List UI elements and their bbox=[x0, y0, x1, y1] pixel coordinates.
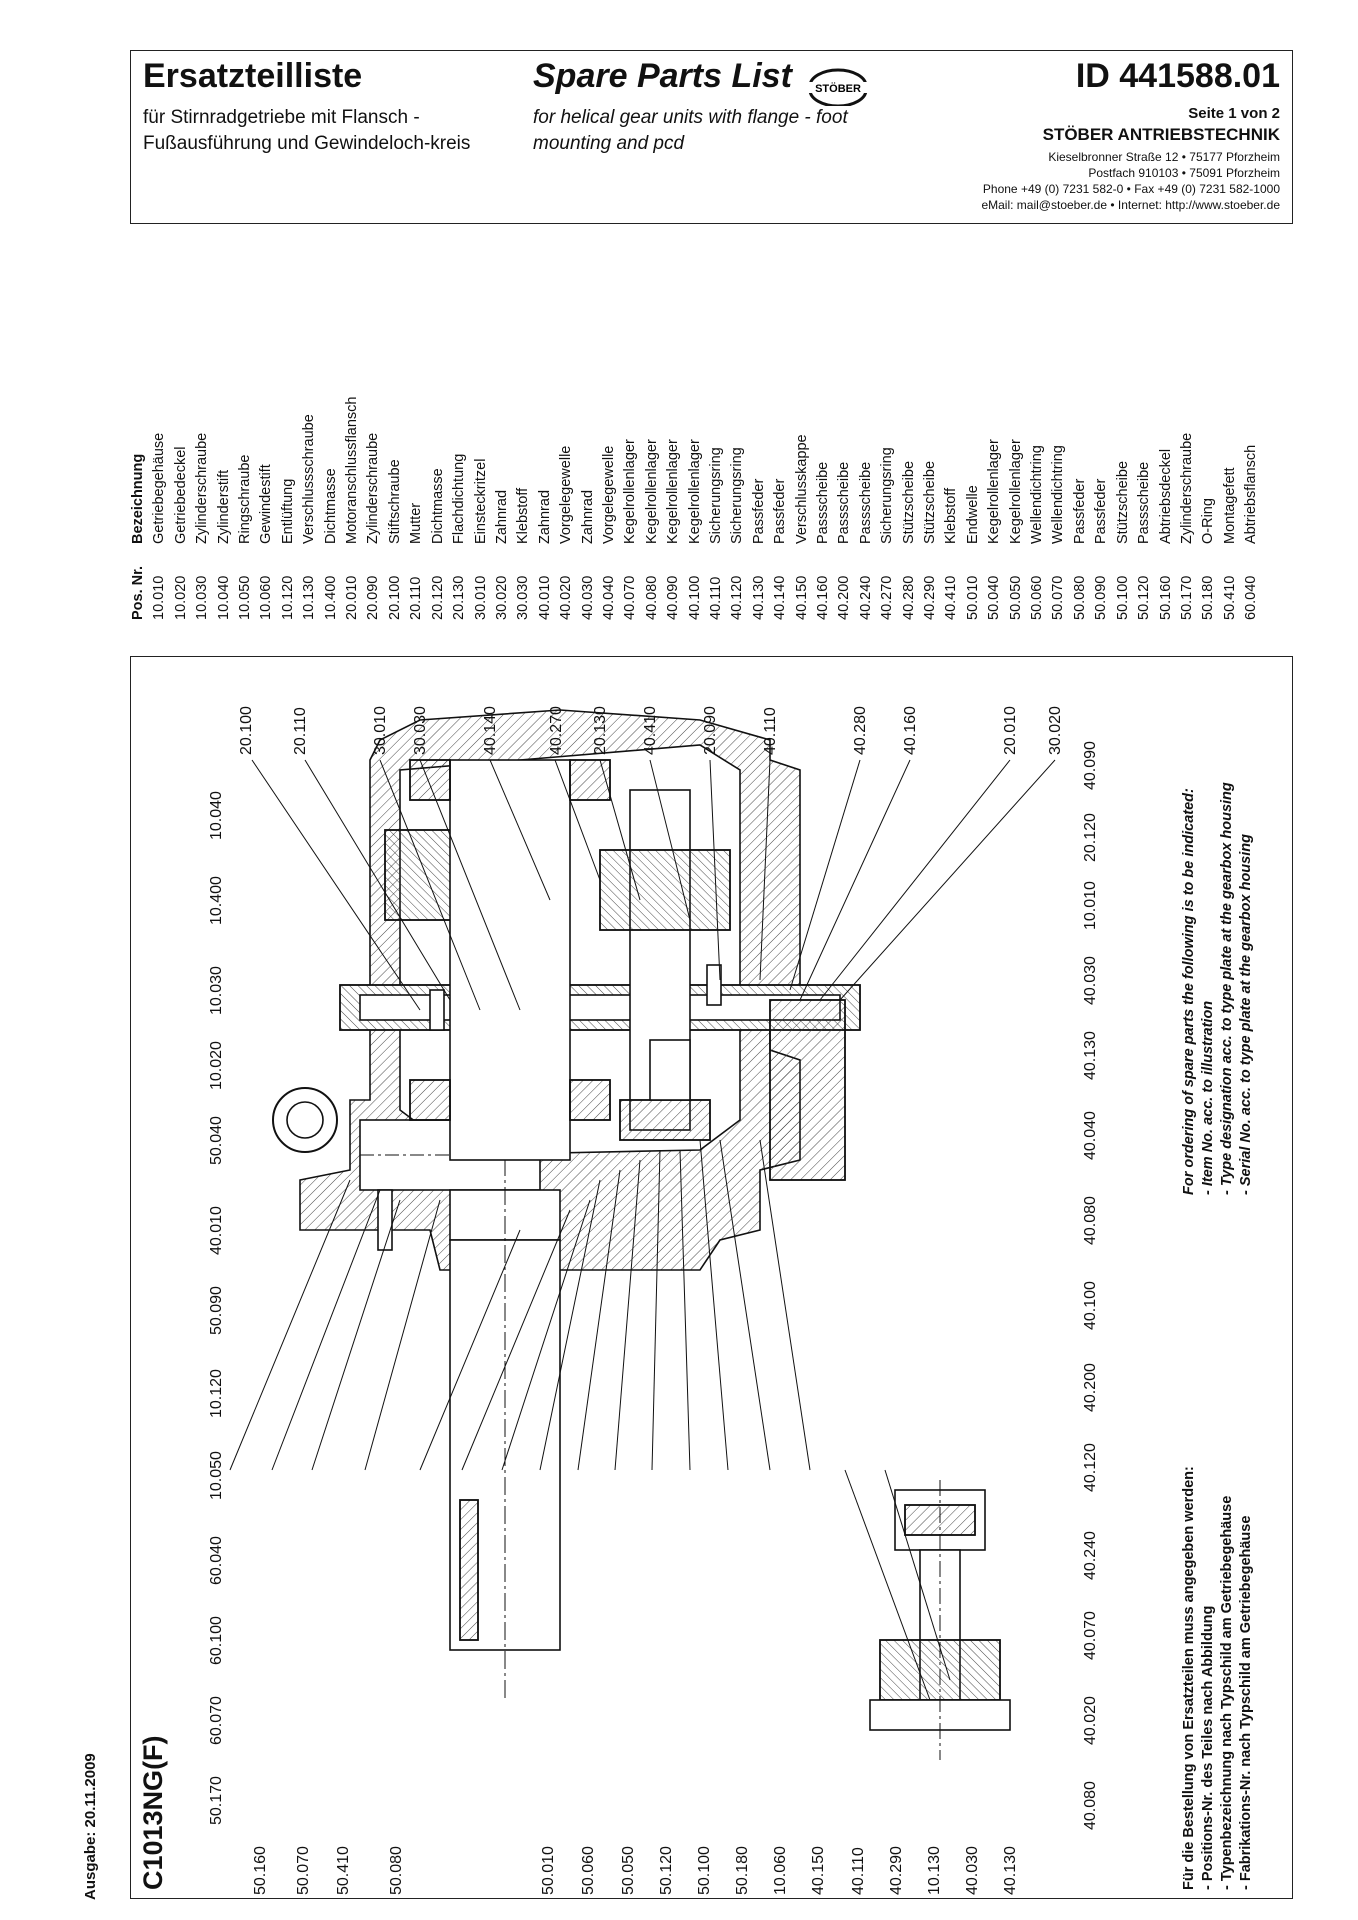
order-note-en: For ordering of spare parts the followin… bbox=[1181, 782, 1254, 1195]
callout-label: 60.040 bbox=[208, 1536, 225, 1585]
callout-label: 40.030 bbox=[964, 1846, 981, 1895]
callout-label: 50.100 bbox=[696, 1846, 713, 1895]
callout-label: 40.130 bbox=[1082, 1031, 1099, 1080]
callout-label: 50.040 bbox=[208, 1116, 225, 1165]
callout-label: 40.030 bbox=[1082, 956, 1099, 1005]
order-note-de: Für die Bestellung von Ersatzteilen muss… bbox=[1181, 1466, 1254, 1890]
drawing-frame bbox=[130, 656, 1293, 1899]
callout-label: 40.240 bbox=[1082, 1531, 1099, 1580]
logo-text: STÖBER bbox=[815, 82, 861, 95]
callout-label: 10.020 bbox=[208, 1041, 225, 1090]
callout-label: 40.150 bbox=[810, 1846, 827, 1895]
callout-label: 10.120 bbox=[208, 1369, 225, 1418]
callout-label: 40.270 bbox=[548, 706, 565, 755]
callout-label: 50.170 bbox=[208, 1776, 225, 1825]
callout-label: 20.110 bbox=[292, 707, 309, 755]
callout-label: 20.130 bbox=[592, 706, 609, 755]
callout-label: 50.060 bbox=[580, 1846, 597, 1895]
callout-label: 50.050 bbox=[620, 1846, 637, 1895]
callout-label: 10.050 bbox=[208, 1451, 225, 1500]
callout-label: 50.410 bbox=[335, 1846, 352, 1895]
callout-label: 40.020 bbox=[1082, 1696, 1099, 1745]
callout-label: 30.020 bbox=[1047, 706, 1064, 755]
callout-label: 40.120 bbox=[1082, 1443, 1099, 1492]
callout-label: 40.280 bbox=[852, 706, 869, 755]
callout-label: 40.110 bbox=[762, 707, 779, 755]
callout-label: 40.080 bbox=[1082, 1196, 1099, 1245]
callout-label: 20.090 bbox=[702, 706, 719, 755]
callout-label: 30.030 bbox=[412, 706, 429, 755]
title-de: Ersatzteilliste bbox=[143, 57, 363, 95]
callout-label: 40.130 bbox=[1002, 1846, 1019, 1895]
header-box: Ersatzteilliste für Stirnradgetriebe mit… bbox=[130, 50, 1293, 224]
callout-label: 50.180 bbox=[734, 1846, 751, 1895]
callout-label: 40.160 bbox=[902, 706, 919, 755]
callout-label: 40.080 bbox=[1082, 1781, 1099, 1830]
callout-label: 40.110 bbox=[850, 1847, 867, 1895]
stoeber-logo: STÖBER bbox=[800, 68, 876, 106]
callout-label: 50.160 bbox=[252, 1846, 269, 1895]
callout-label: 50.010 bbox=[540, 1846, 557, 1895]
callout-label: 50.090 bbox=[208, 1286, 225, 1335]
callout-label: 50.120 bbox=[658, 1846, 675, 1895]
title-en: Spare Parts List bbox=[533, 57, 792, 95]
callout-label: 20.010 bbox=[1002, 706, 1019, 755]
company-address: Kieselbronner Straße 12 • 75177 Pforzhei… bbox=[981, 150, 1280, 212]
document-id: ID 441588.01 bbox=[1075, 57, 1280, 95]
callout-label: 40.140 bbox=[482, 706, 499, 755]
callout-label: 40.090 bbox=[1082, 741, 1099, 790]
callout-label: 20.100 bbox=[238, 706, 255, 755]
callout-label: 40.100 bbox=[1082, 1281, 1099, 1330]
callout-label: 40.290 bbox=[888, 1846, 905, 1895]
callout-label: 40.010 bbox=[208, 1206, 225, 1255]
callout-label: 40.200 bbox=[1082, 1363, 1099, 1412]
callout-label: 40.040 bbox=[1082, 1111, 1099, 1160]
company-name: STÖBER ANTRIEBSTECHNIK bbox=[1042, 125, 1280, 144]
callout-label: 10.400 bbox=[208, 876, 225, 925]
page-indicator: Seite 1 von 2 bbox=[1188, 105, 1280, 122]
callout-label: 10.040 bbox=[208, 791, 225, 840]
callout-label: 50.080 bbox=[388, 1846, 405, 1895]
callout-label: 10.130 bbox=[926, 1846, 943, 1895]
callout-label: 20.120 bbox=[1082, 813, 1099, 862]
callout-label: 50.070 bbox=[295, 1846, 312, 1895]
callout-label: 10.030 bbox=[208, 966, 225, 1015]
subtitle-en: for helical gear units with flange - foo… bbox=[533, 107, 848, 154]
callout-label: 10.060 bbox=[772, 1846, 789, 1895]
callout-label: 30.010 bbox=[372, 706, 389, 755]
callout-label: 60.070 bbox=[208, 1696, 225, 1745]
callout-label: 40.070 bbox=[1082, 1611, 1099, 1660]
callout-label: 40.410 bbox=[642, 706, 659, 755]
callout-label: 60.100 bbox=[208, 1616, 225, 1665]
subtitle-de: für Stirnradgetriebe mit Flansch - Fußau… bbox=[143, 107, 471, 154]
callout-label: 10.010 bbox=[1082, 881, 1099, 930]
